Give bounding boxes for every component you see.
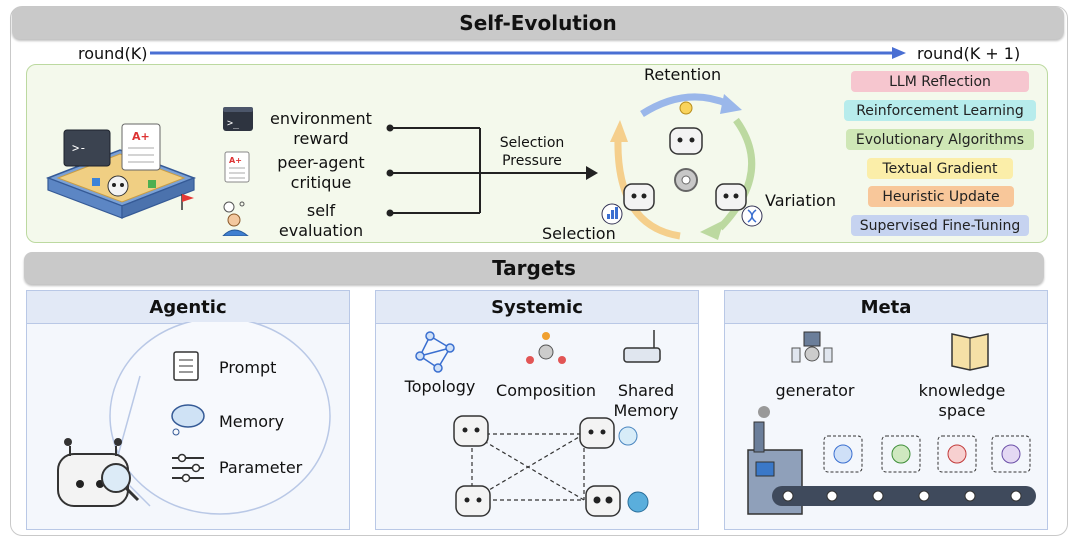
cycle-selection-label: Selection	[542, 224, 616, 243]
agentic-item-prompt: Prompt	[219, 358, 277, 377]
round-arrow	[150, 47, 906, 59]
self-evolution-title: Self-Evolution	[459, 11, 617, 35]
graded-paper-icon: A+	[224, 151, 250, 183]
agentic-title: Agentic	[27, 291, 349, 324]
agentic-item-memory: Memory	[219, 412, 285, 431]
svg-text:A+: A+	[229, 156, 242, 165]
svg-text:>_: >_	[227, 118, 240, 129]
method-tag: Textual Gradient	[867, 158, 1013, 179]
systemic-panel: Systemic	[375, 290, 699, 530]
meta-item-knowledge-space: knowledge space	[918, 381, 1006, 420]
method-tag: Evolutionary Algorithms	[846, 129, 1034, 150]
feedback-environment-reward: environment reward	[270, 109, 372, 148]
method-tag: Reinforcement Learning	[844, 100, 1036, 121]
cycle-retention-label: Retention	[644, 65, 722, 84]
agent-environment-illustration: >- A+	[45, 123, 197, 219]
round-end-label: round(K + 1)	[917, 44, 1021, 63]
round-start-label: round(K)	[78, 44, 148, 63]
thinking-person-icon	[222, 201, 249, 236]
feedback-peer-agent-critique: peer-agent critique	[277, 153, 365, 192]
meta-title: Meta	[725, 291, 1047, 324]
selection-pressure-connector	[386, 124, 598, 217]
svg-text:>-: >-	[72, 141, 86, 155]
meta-illustration	[747, 331, 1036, 515]
systemic-illustration	[415, 330, 661, 517]
meta-item-generator: generator	[775, 381, 855, 400]
feedback-self-evaluation: self evaluation	[278, 201, 364, 240]
svg-text:A+: A+	[132, 130, 150, 143]
self-evolution-header: Self-Evolution	[12, 7, 1064, 39]
targets-title: Targets	[492, 256, 576, 280]
method-tag: Heuristic Update	[868, 186, 1014, 207]
robot-retention-icon	[669, 101, 703, 155]
method-tag: Supervised Fine-Tuning	[851, 215, 1029, 236]
systemic-title: Systemic	[376, 291, 698, 324]
targets-header: Targets	[24, 252, 1044, 284]
systemic-item-composition: Composition	[496, 381, 596, 400]
cycle-variation-label: Variation	[765, 191, 836, 210]
agentic-illustration	[57, 322, 331, 515]
agentic-item-parameter: Parameter	[219, 458, 303, 477]
terminal-icon: >_	[223, 107, 253, 131]
evolution-cycle	[601, 93, 763, 240]
selection-pressure-label: Selection Pressure	[499, 135, 565, 169]
method-tag: LLM Reflection	[851, 71, 1029, 92]
systemic-item-topology: Topology	[404, 377, 476, 396]
systemic-item-shared-memory: Shared Memory	[613, 381, 679, 420]
self-evolution-panel	[26, 64, 1048, 243]
